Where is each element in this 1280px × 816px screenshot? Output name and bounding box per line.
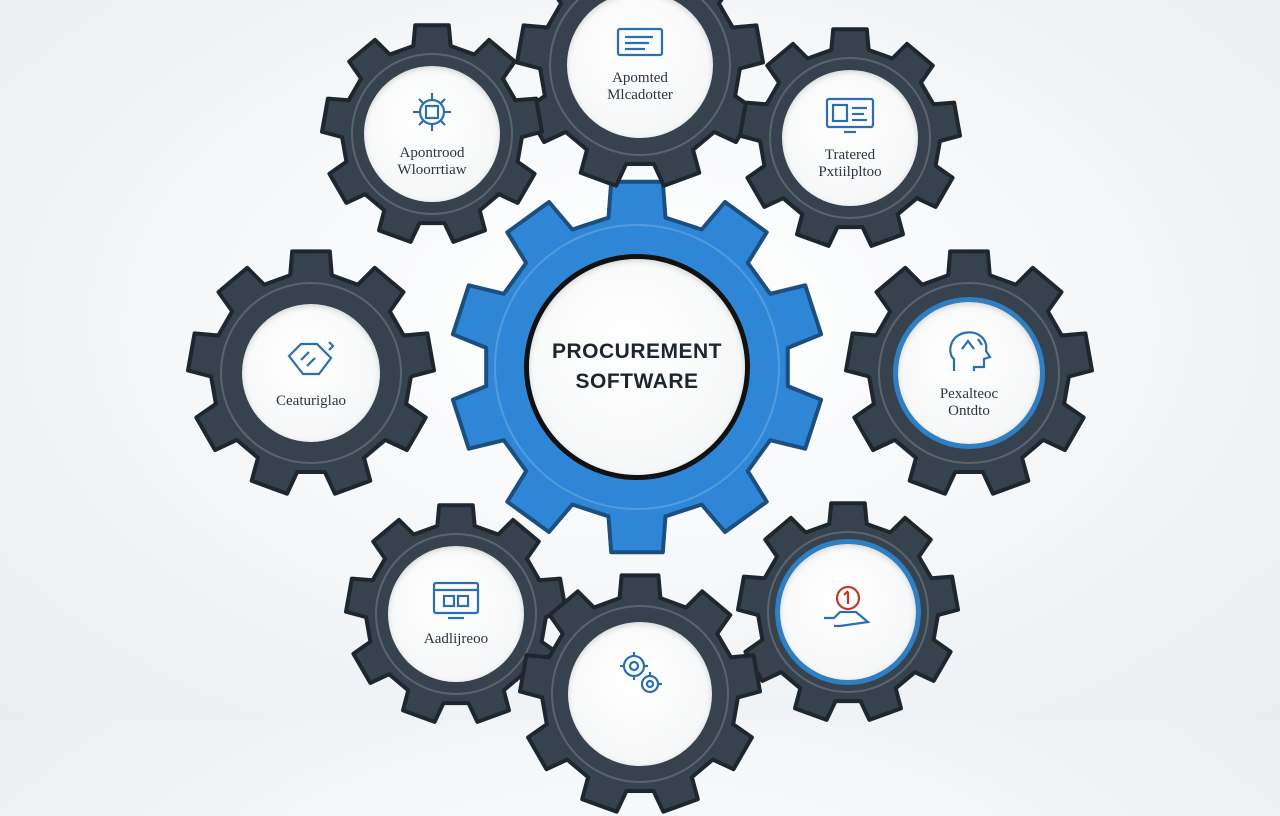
head-profile-icon — [944, 327, 994, 380]
gear-left: Ceaturiglao — [186, 248, 436, 498]
gear-top-left-face: Apontrood Wloorrtiaw — [364, 66, 500, 202]
gear-inner-ring — [549, 0, 731, 156]
chip-gear-icon — [410, 90, 454, 139]
dashboard-monitor-icon — [824, 96, 876, 141]
gear-right: Pexalteoc Ontdto — [844, 248, 1094, 498]
gear-bottom — [518, 572, 762, 816]
gear-inner-ring — [769, 57, 931, 219]
gear-left-label-1: Ceaturiglao — [276, 393, 346, 409]
gear-top-face: Apomted Mlcadotter — [567, 0, 713, 138]
gear-inner-ring — [767, 531, 929, 693]
gear-inner-ring — [375, 533, 537, 695]
gear-right-label-2: Ontdto — [948, 402, 990, 419]
hand-coin-icon — [820, 582, 876, 637]
gear-top-right-face: Tratered Pxtiilpltoo — [782, 70, 918, 206]
gear-top-right-label-2: Pxtiilpltoo — [818, 163, 882, 180]
gear-bottom-face — [568, 622, 712, 766]
gears-icon — [612, 646, 668, 707]
gear-bottom-left-face: Aadlijreoo — [388, 546, 524, 682]
gear-inner-ring — [351, 53, 513, 215]
gear-top-left-label-2: Wloorrtiaw — [397, 161, 467, 178]
center-label-line2: SOFTWARE — [575, 370, 699, 393]
gear-top-left: Apontrood Wloorrtiaw — [320, 22, 544, 246]
gear-inner-ring — [878, 282, 1060, 464]
gear-left-face: Ceaturiglao — [242, 304, 380, 442]
gear-bottom-left: Aadlijreoo — [344, 502, 568, 726]
handshake-icon — [283, 336, 339, 387]
center-label-line1: PROCUREMENT — [551, 340, 722, 363]
document-screen-icon — [615, 27, 665, 64]
gear-top-right: Tratered Pxtiilpltoo — [738, 26, 962, 250]
analytics-screen-icon — [430, 580, 482, 625]
gear-top-right-label-1: Tratered — [824, 146, 876, 163]
gear-inner-ring — [220, 282, 402, 464]
center-gear-face: PROCUREMENT SOFTWARE — [529, 259, 745, 475]
center-gear: PROCUREMENT SOFTWARE — [449, 179, 825, 555]
gear-bottom-right-face — [780, 544, 916, 680]
gear-top: Apomted Mlcadotter — [515, 0, 765, 190]
gear-top-label-1: Apomted — [612, 69, 668, 86]
gear-bottom-left-label-1: Aadlijreoo — [423, 631, 489, 647]
gear-right-face: Pexalteoc Ontdto — [898, 302, 1040, 444]
procurement-gear-diagram: PROCUREMENT SOFTWARE Apomted Mlcadotter … — [186, 0, 1094, 814]
gear-top-label-2: Mlcadotter — [607, 86, 673, 103]
gear-inner-ring — [494, 224, 780, 510]
gear-bottom-right — [736, 500, 960, 724]
gear-right-label-1: Pexalteoc — [939, 385, 999, 402]
gear-top-left-label-1: Apontrood — [399, 144, 465, 161]
